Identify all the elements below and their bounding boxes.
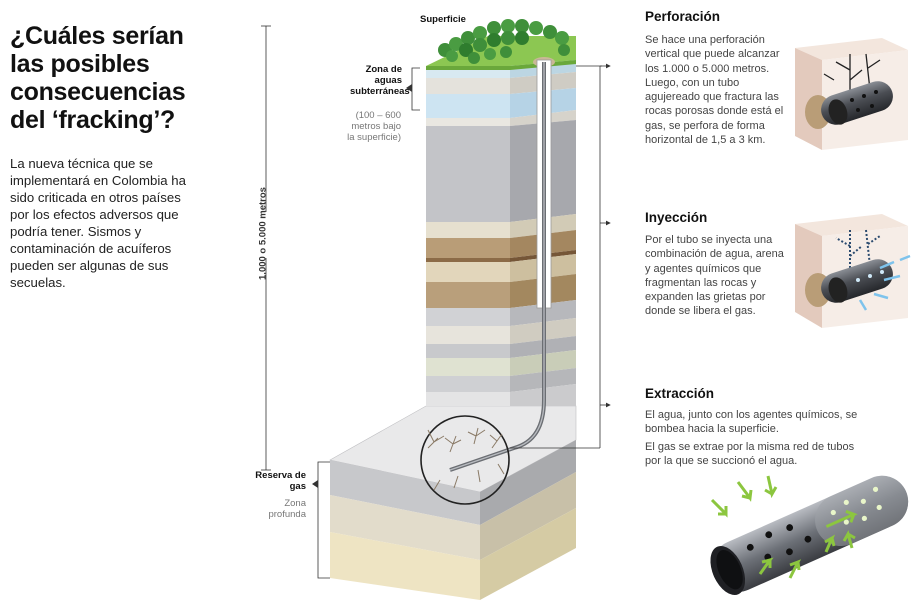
surface-label: Superficie — [420, 14, 466, 25]
step-injection-text: Por el tubo se inyecta una combinación d… — [645, 234, 784, 318]
step-extraction-text-1: El agua, junto con los agentes químicos,… — [645, 409, 858, 436]
aquifer-depth-label: (100 – 600 metros bajo la superficie) — [347, 110, 401, 143]
leader-lines — [510, 63, 611, 449]
gas-reserve-bracket — [312, 461, 330, 579]
step-perforation-text: Se hace una perforación vertical que pue… — [645, 34, 784, 147]
step-perforation-title: Perforación — [645, 9, 721, 24]
page-title: ¿Cuáles serían las posibles consecuencia… — [10, 22, 186, 134]
extraction-illustration — [710, 475, 909, 596]
step-injection-title: Inyección — [645, 210, 708, 225]
fracture-zone — [420, 415, 510, 505]
depth-dimension-line — [261, 25, 271, 471]
trees-cluster — [438, 19, 570, 67]
step-extraction-text-2: El gas se extrae por la misma red de tub… — [645, 441, 855, 468]
deep-zone-label: Zona profunda — [268, 498, 306, 520]
aquifer-bracket — [406, 67, 420, 111]
depth-range-label: 1.000 o 5.000 metros — [257, 187, 269, 280]
intro-paragraph: La nueva técnica que se implementará en … — [10, 156, 186, 290]
injection-illustration — [795, 214, 911, 328]
aquifer-zone-label: Zona de aguas subterráneas — [350, 64, 410, 97]
gas-reserve-label: Reserva de gas — [255, 470, 306, 492]
rock-column — [426, 36, 576, 406]
step-extraction-title: Extracción — [645, 386, 715, 401]
deep-rock-block — [329, 405, 577, 600]
perforation-illustration — [795, 38, 908, 150]
